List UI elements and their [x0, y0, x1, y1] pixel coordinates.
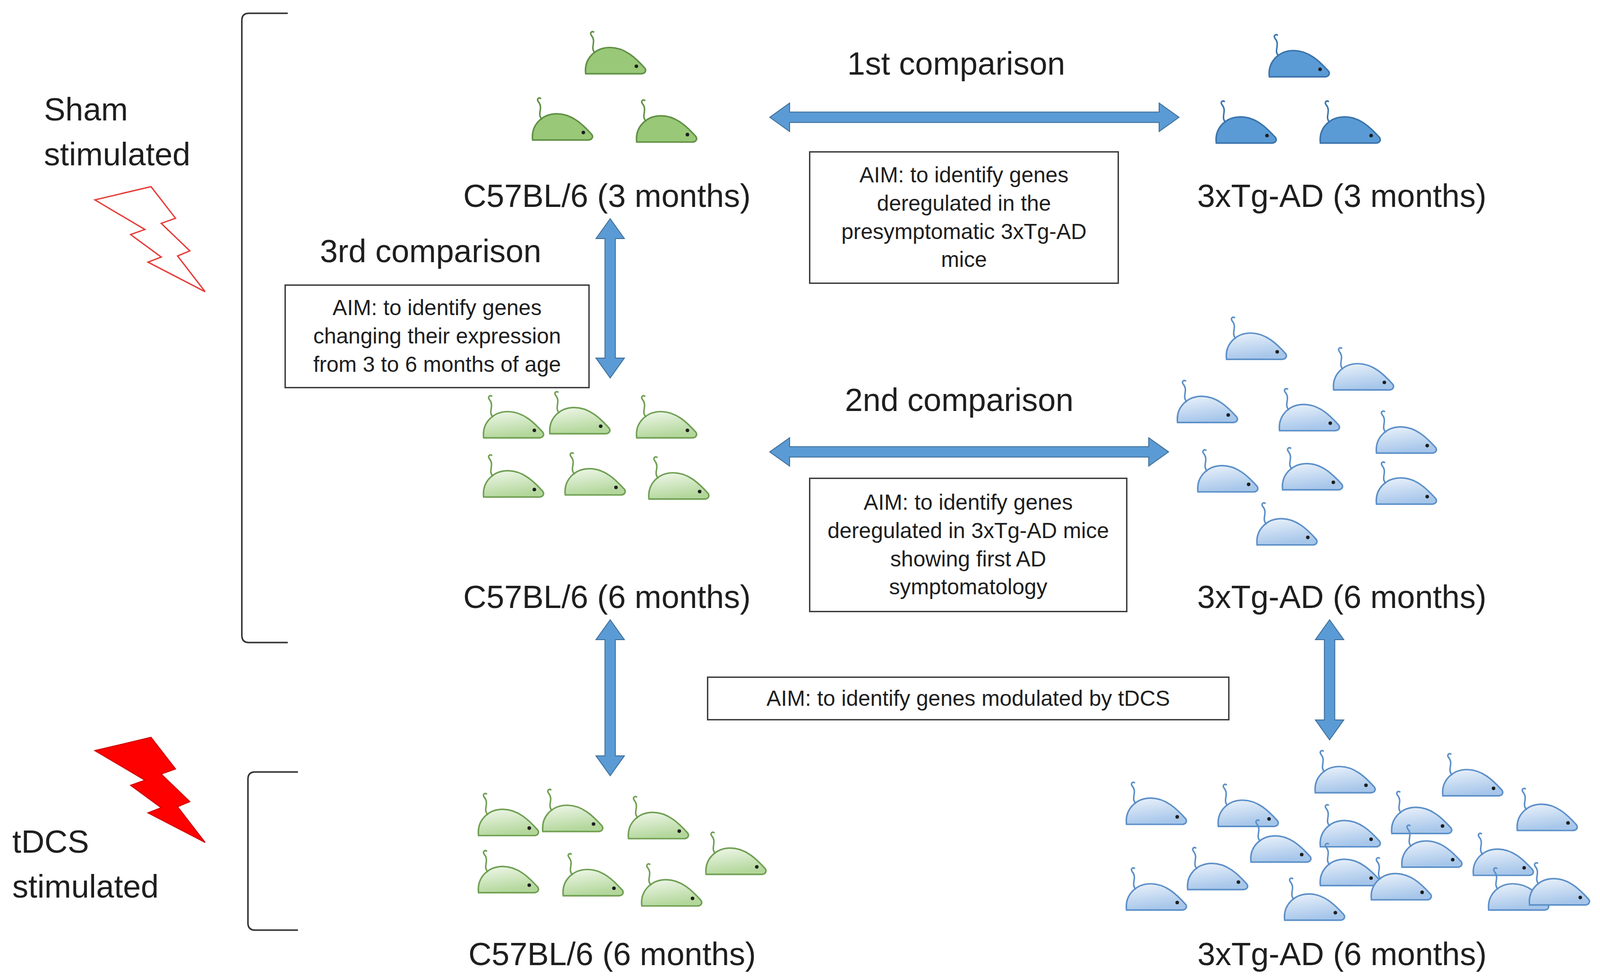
- double-arrow: [595, 619, 625, 776]
- group-label: 3xTg-AD (3 months): [1196, 177, 1487, 215]
- double-arrow: [769, 103, 1179, 132]
- mouse: [1402, 825, 1463, 868]
- mouse: [1371, 858, 1432, 901]
- mouse-group: [483, 391, 709, 499]
- group-label: 3xTg-AD (6 months): [1196, 578, 1487, 616]
- aim-box: AIM: to identify genes deregulated in 3x…: [808, 477, 1128, 613]
- mouse: [1282, 447, 1343, 491]
- mouse-group: [1177, 317, 1437, 546]
- mouse: [1320, 805, 1381, 848]
- mouse: [1517, 788, 1578, 831]
- mouse: [1376, 462, 1437, 505]
- mouse: [483, 395, 544, 439]
- double-arrow: [769, 438, 1169, 467]
- comparison-label: 1st comparison: [847, 44, 1066, 82]
- mouse: [1218, 784, 1279, 827]
- mouse: [628, 796, 689, 839]
- mouse: [478, 793, 539, 836]
- mouse: [478, 851, 539, 894]
- bracket: [248, 772, 299, 931]
- mouse-group: [532, 31, 697, 143]
- aim-text: AIM: to identify genes deregulated in th…: [817, 161, 1110, 275]
- mouse: [648, 456, 709, 499]
- mouse: [636, 395, 697, 439]
- aim-box: AIM: to identify genes changing their ex…: [284, 284, 590, 389]
- mouse: [483, 455, 544, 498]
- mouse: [1197, 449, 1258, 492]
- group-label: C57BL/6 (6 months): [468, 935, 757, 973]
- mouse: [1376, 411, 1437, 454]
- mouse: [1269, 34, 1330, 78]
- mouse: [1320, 101, 1381, 144]
- group-label: C57BL/6 (3 months): [463, 177, 751, 215]
- mouse: [1279, 388, 1340, 431]
- comparison-label: 3rd comparison: [319, 232, 542, 270]
- mouse: [1320, 843, 1381, 887]
- mouse: [1216, 101, 1277, 144]
- lightning-outline: [94, 186, 206, 292]
- aim-text: AIM: to identify genes deregulated in 3x…: [817, 488, 1119, 602]
- mouse: [1126, 782, 1187, 825]
- bracket: [241, 13, 288, 643]
- mouse-group-node: C57BL/6 (6 months): [448, 780, 776, 973]
- mouse: [1473, 833, 1534, 876]
- mouse: [1284, 878, 1345, 921]
- mouse-group: [478, 789, 766, 907]
- mouse: [563, 853, 624, 896]
- mouse-group-node: 3xTg-AD (6 months): [1117, 744, 1567, 973]
- lightning-filled: [94, 737, 206, 843]
- mouse: [1187, 847, 1248, 890]
- aim-box: AIM: to identify genes deregulated in th…: [808, 151, 1119, 284]
- mouse-group-node: 3xTg-AD (3 months): [1183, 25, 1500, 215]
- mouse-group-node: 3xTg-AD (6 months): [1173, 306, 1511, 616]
- mouse: [1442, 754, 1503, 797]
- mouse: [705, 832, 766, 875]
- mouse: [565, 453, 626, 496]
- mouse: [585, 31, 646, 74]
- mouse: [532, 97, 593, 140]
- mouse: [1250, 820, 1311, 863]
- double-arrow: [595, 218, 625, 379]
- condition-label: Sham stimulated: [43, 86, 215, 177]
- aim-text: AIM: to identify genes modulated by tDCS: [715, 684, 1221, 714]
- mouse: [1177, 380, 1238, 423]
- mouse-group-node: C57BL/6 (3 months): [448, 25, 766, 215]
- group-label: 3xTg-AD (6 months): [1197, 935, 1487, 973]
- mouse: [1529, 863, 1590, 906]
- mouse: [1256, 503, 1317, 546]
- mouse-group-node: C57BL/6 (6 months): [448, 382, 766, 616]
- aim-text: AIM: to identify genes changing their ex…: [293, 293, 581, 379]
- comparison-label: 2nd comparison: [844, 381, 1074, 419]
- mouse: [1226, 317, 1287, 360]
- mouse: [1391, 791, 1452, 834]
- mouse: [1315, 750, 1376, 793]
- mouse: [641, 864, 702, 907]
- mouse: [1333, 347, 1394, 390]
- aim-box: AIM: to identify genes modulated by tDCS: [706, 676, 1230, 721]
- mouse: [1126, 868, 1187, 911]
- mouse-group: [1216, 34, 1381, 144]
- mouse: [549, 391, 610, 434]
- double-arrow: [1315, 619, 1344, 740]
- group-label: C57BL/6 (6 months): [463, 578, 751, 616]
- mouse: [636, 100, 697, 143]
- condition-label: tDCS stimulated: [12, 819, 183, 910]
- mouse-group: [1126, 750, 1590, 921]
- mouse: [542, 789, 603, 832]
